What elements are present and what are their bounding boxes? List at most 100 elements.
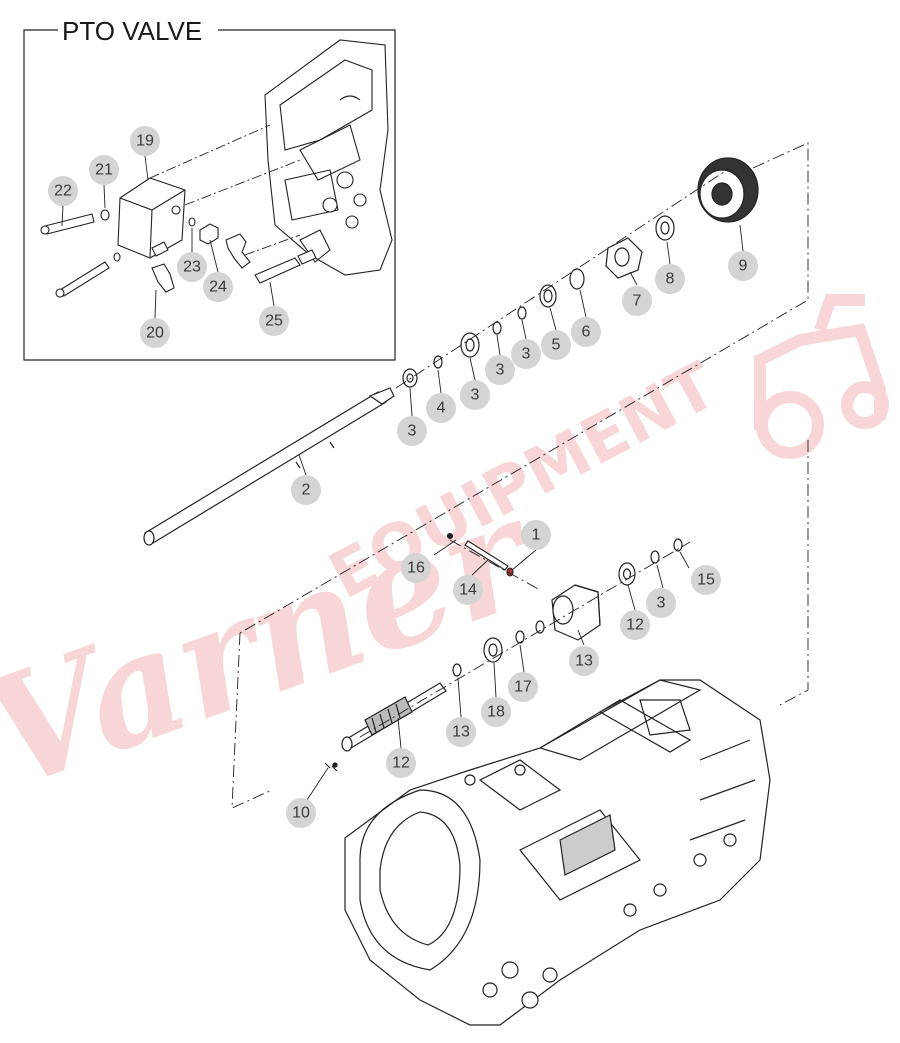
callout-1: 1 — [521, 520, 551, 550]
inset-title: PTO VALVE — [62, 16, 202, 46]
callout-5: 5 — [541, 330, 571, 360]
callout-18: 18 — [481, 697, 511, 727]
callout-bubble — [48, 176, 78, 206]
callout-12: 12 — [386, 748, 416, 778]
callout-bubble — [203, 272, 233, 302]
callout-8: 8 — [655, 264, 685, 294]
callout-bubble — [177, 252, 207, 282]
callout-number: 25 — [265, 313, 283, 330]
callout-number: 13 — [575, 653, 593, 670]
callout-bubble — [386, 748, 416, 778]
callout-number: 22 — [54, 183, 72, 200]
callout-3: 3 — [460, 380, 490, 410]
shaft-1 — [143, 387, 395, 546]
callout-number: 14 — [459, 582, 477, 599]
callout-2: 2 — [291, 475, 321, 505]
callout-number: 17 — [514, 679, 532, 696]
callout-number: 12 — [626, 617, 644, 634]
callout-13: 13 — [569, 646, 599, 676]
callout-bubble — [89, 155, 119, 185]
callout-21: 21 — [89, 155, 119, 185]
callout-22: 22 — [48, 176, 78, 206]
callout-bubble — [511, 339, 541, 369]
callout-16: 16 — [401, 553, 431, 583]
callout-20: 20 — [140, 318, 170, 348]
callout-6: 6 — [571, 317, 601, 347]
callout-3: 3 — [646, 588, 676, 618]
callout-number: 23 — [183, 259, 201, 276]
callout-number: 13 — [452, 724, 470, 741]
inset-leaders — [149, 124, 301, 256]
callout-25: 25 — [259, 306, 289, 336]
callout-number: 3 — [408, 423, 417, 440]
clutch-pack-9 — [697, 157, 759, 223]
pin-shaft-15 — [446, 532, 514, 577]
callout-bubble — [426, 393, 456, 423]
callout-24: 24 — [203, 272, 233, 302]
callout-number: 19 — [136, 133, 154, 150]
callout-bubble — [569, 646, 599, 676]
callout-number: 1 — [532, 527, 541, 544]
callout-bubble — [508, 672, 538, 702]
callout-17: 17 — [508, 672, 538, 702]
callout-bubble — [571, 317, 601, 347]
callout-bubble — [140, 318, 170, 348]
callout-leaders — [61, 155, 744, 801]
callout-14: 14 — [453, 575, 483, 605]
callout-bubble — [460, 380, 490, 410]
callout-3: 3 — [511, 339, 541, 369]
tractor-logo — [754, 294, 889, 459]
callout-bubble — [397, 416, 427, 446]
callout-23: 23 — [177, 252, 207, 282]
valve-block — [117, 177, 186, 259]
callout-7: 7 — [622, 286, 652, 316]
callout-number: 7 — [633, 293, 642, 310]
callout-bubble — [401, 553, 431, 583]
callout-bubble — [541, 330, 571, 360]
callout-number: 3 — [496, 362, 505, 379]
callout-number: 3 — [471, 387, 480, 404]
callout-number: 20 — [146, 325, 164, 342]
callout-12: 12 — [620, 610, 650, 640]
callout-bubble — [446, 717, 476, 747]
callout-number: 8 — [666, 271, 675, 288]
callout-number: 5 — [552, 337, 561, 354]
callout-bubble — [291, 475, 321, 505]
callout-bubble — [691, 565, 721, 595]
callout-number: 2 — [302, 482, 311, 499]
callout-13: 13 — [446, 717, 476, 747]
callout-bubble — [286, 798, 316, 828]
callout-number: 9 — [739, 258, 748, 275]
callout-19: 19 — [130, 126, 160, 156]
callout-bubble — [620, 610, 650, 640]
callout-number: 10 — [292, 805, 310, 822]
callout-bubble — [728, 251, 758, 281]
callout-3: 3 — [485, 355, 515, 385]
callout-number: 21 — [95, 162, 113, 179]
lower-parts-row — [452, 538, 683, 677]
callout-4: 4 — [426, 393, 456, 423]
callouts: 1921222324202598765333432116141531213171… — [48, 126, 758, 828]
callout-bubble — [130, 126, 160, 156]
callout-number: 15 — [697, 572, 715, 589]
callout-bubble — [485, 355, 515, 385]
callout-number: 24 — [209, 279, 227, 296]
callout-bubble — [453, 575, 483, 605]
callout-bubble — [259, 306, 289, 336]
gear-shaft-10 — [324, 682, 447, 772]
transmission-housing — [344, 679, 771, 1026]
callout-bubble — [521, 520, 551, 550]
callout-number: 12 — [392, 755, 410, 772]
callout-bubble — [646, 588, 676, 618]
pto-valve-inset: PTO VALVE — [23, 16, 396, 361]
callout-bubble — [655, 264, 685, 294]
callout-10: 10 — [286, 798, 316, 828]
callout-number: 3 — [657, 595, 666, 612]
callout-number: 4 — [437, 400, 446, 417]
callout-number: 16 — [407, 560, 425, 577]
callout-15: 15 — [691, 565, 721, 595]
callout-9: 9 — [728, 251, 758, 281]
callout-3: 3 — [397, 416, 427, 446]
